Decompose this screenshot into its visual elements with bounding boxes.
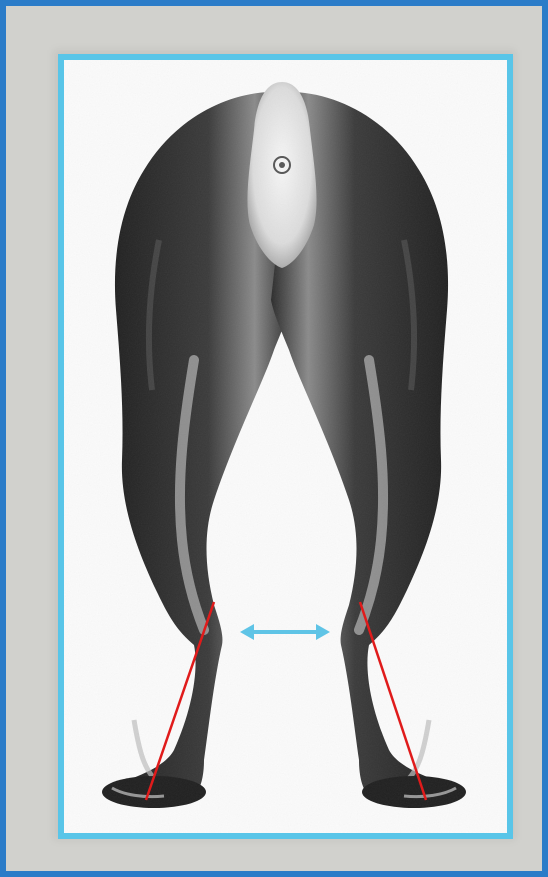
framed-illustration bbox=[58, 54, 513, 839]
hind-legs-illustration bbox=[64, 60, 507, 833]
